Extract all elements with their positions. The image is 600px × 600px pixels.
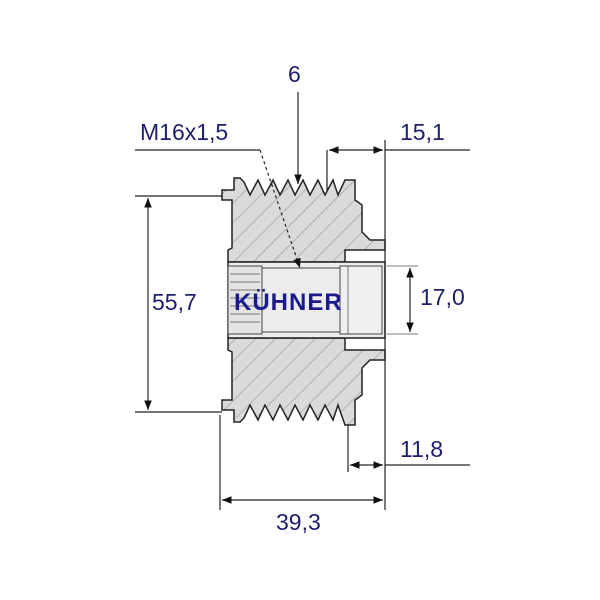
- groove-count-label: 6: [288, 61, 301, 87]
- outer-diameter-label: 55,7: [152, 289, 197, 315]
- hub-offset-label: 11,8: [400, 436, 443, 462]
- dimension-lines: [135, 92, 470, 510]
- spline-teeth: [230, 273, 260, 323]
- bore-diameter-label: 17,0: [420, 284, 465, 310]
- pulley-upper-section: [221, 177, 386, 263]
- thread-label: M16x1,5: [140, 119, 228, 145]
- spline-section: [227, 265, 263, 335]
- hub-end: [339, 265, 383, 335]
- pulley-lower-section: [221, 337, 386, 426]
- total-length-label: 39,3: [276, 509, 321, 535]
- groove-offset-label: 15,1: [400, 119, 445, 145]
- kuhner-logo: KÜHNER: [234, 289, 343, 316]
